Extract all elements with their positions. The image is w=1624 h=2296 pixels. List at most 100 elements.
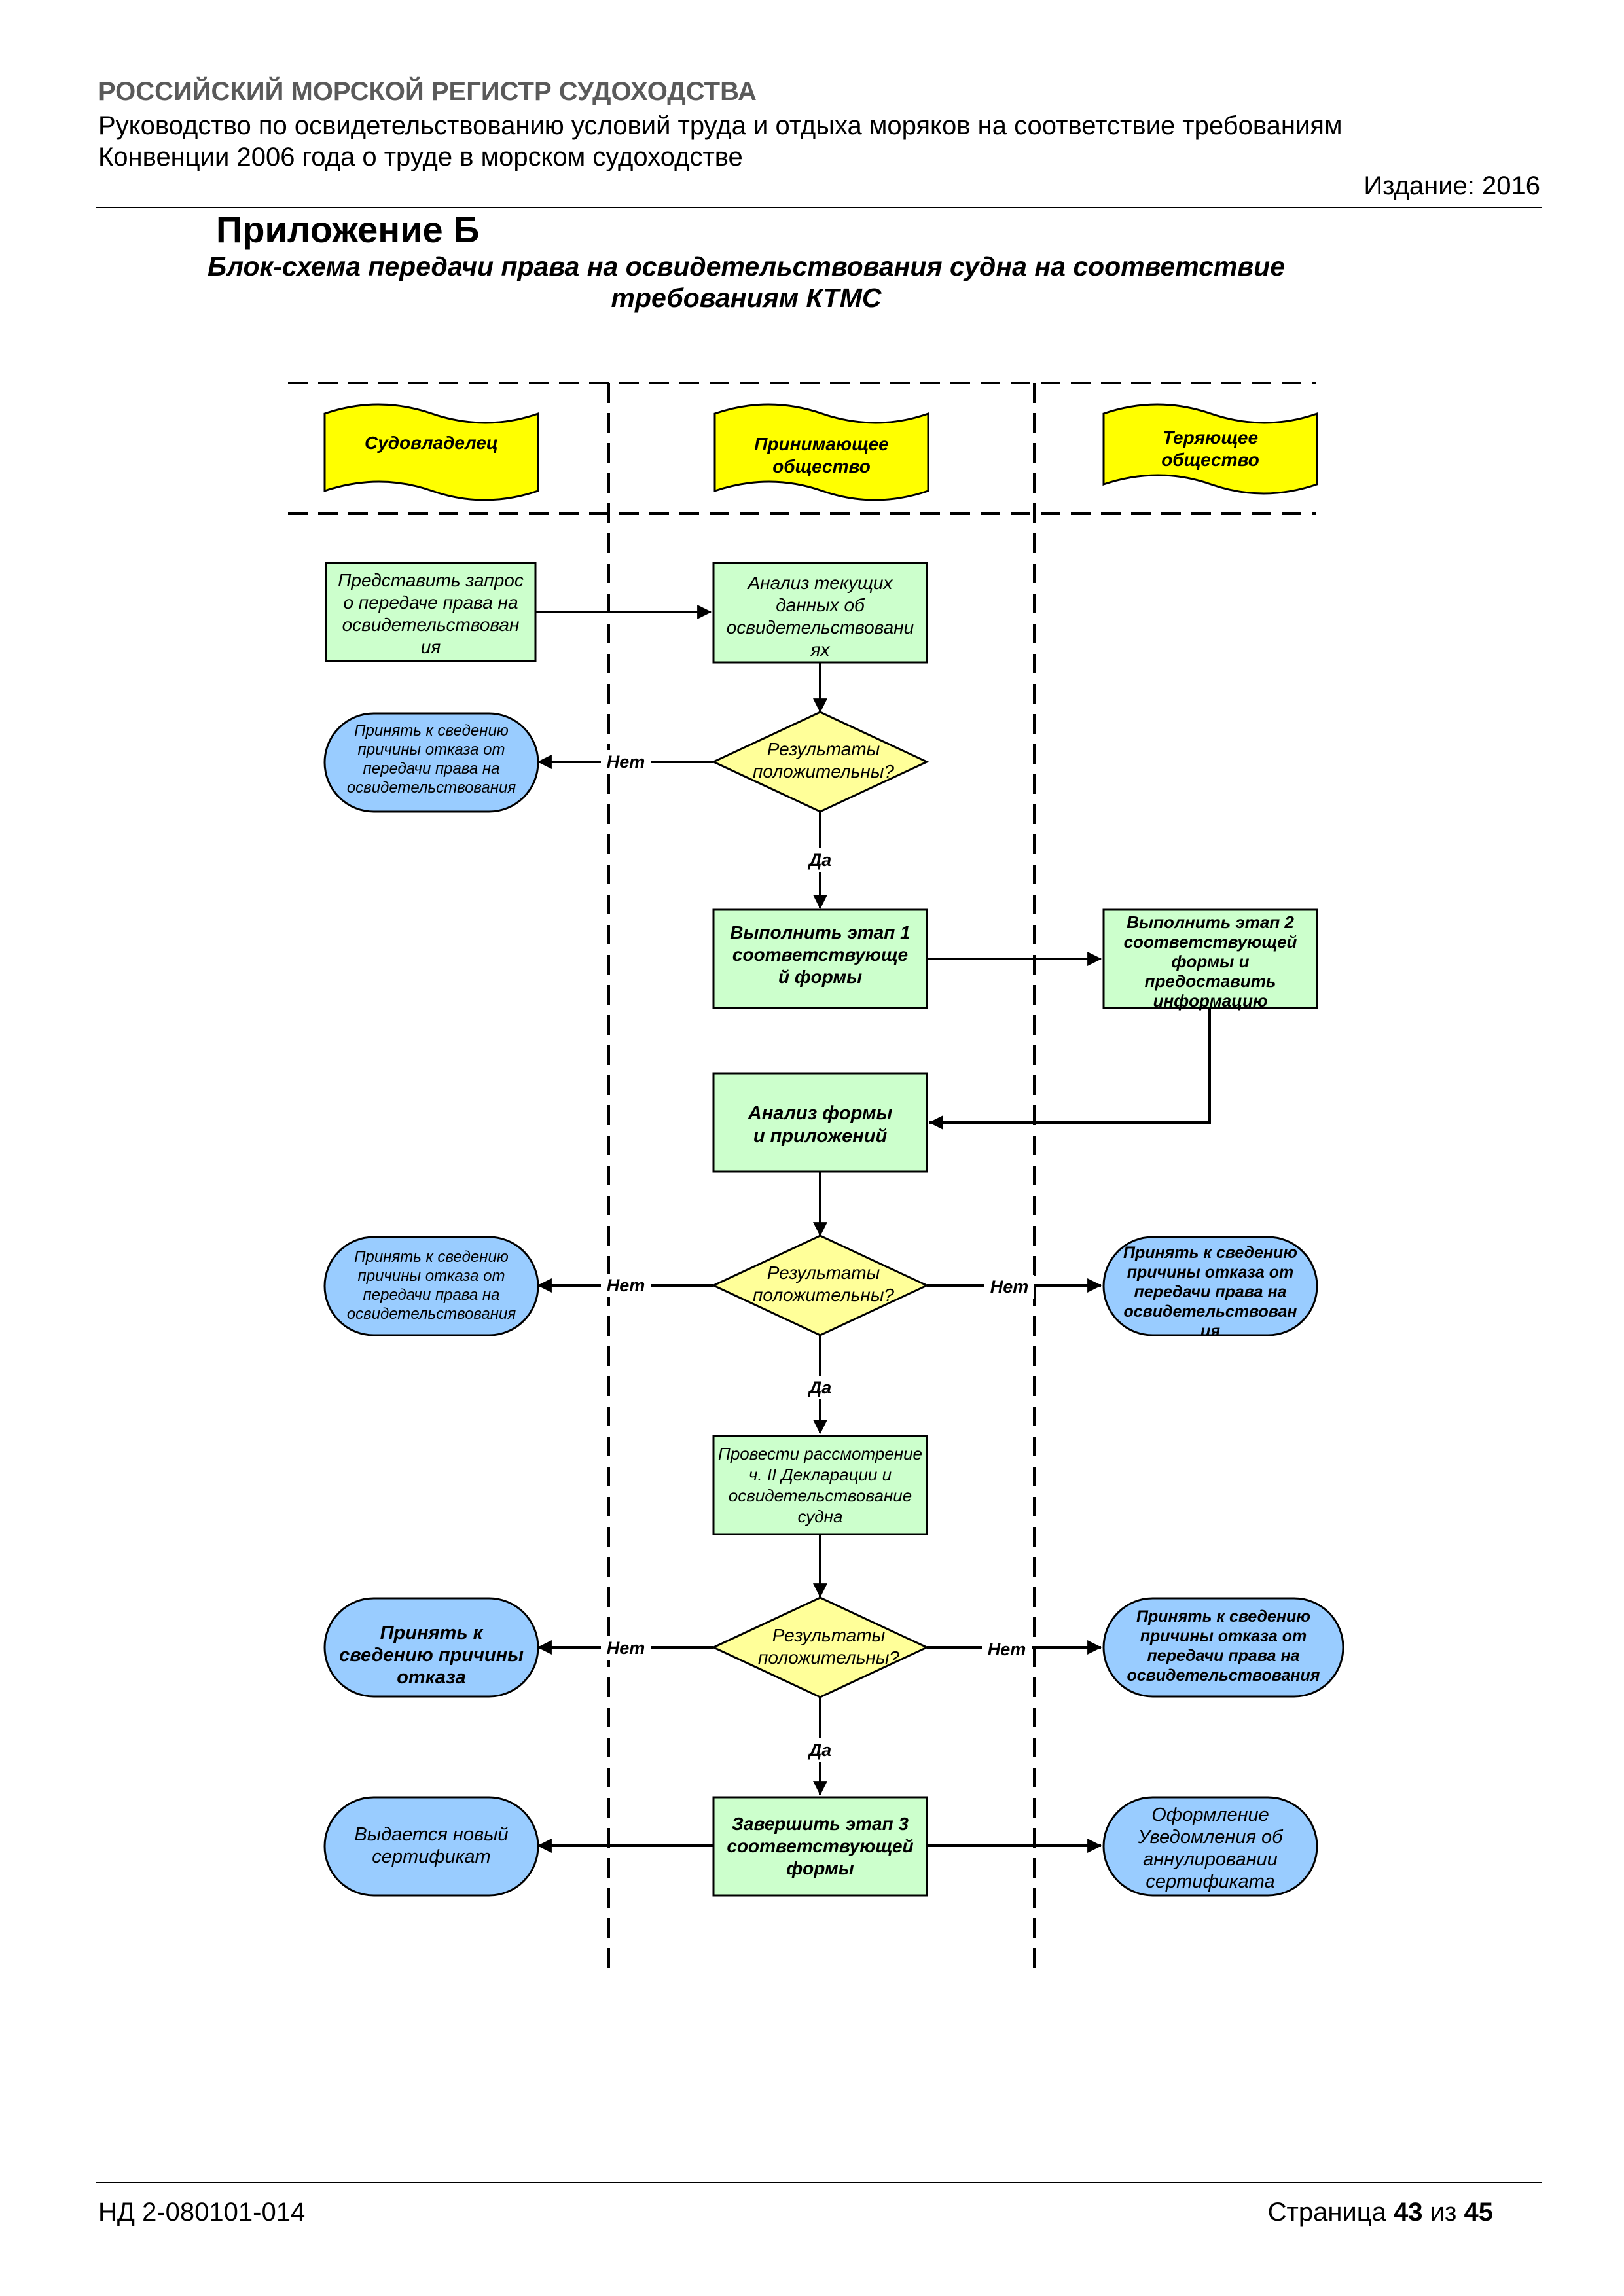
- reject2_losing-line-2: причины отказа от: [1127, 1263, 1294, 1282]
- reject3_losing-line-1: Принять к сведению: [1136, 1607, 1310, 1626]
- reject1_owner-line-3: передачи права на: [363, 760, 500, 778]
- document-title-line2: Конвенции 2006 года о труде в морском су…: [98, 143, 743, 171]
- reject3_owner-line-3: отказа: [397, 1667, 466, 1688]
- lane-owner-label: Судовладелец: [365, 433, 498, 453]
- stage3-line-2: соответствующей: [727, 1836, 913, 1856]
- stage2-line-1: Выполнить этап 2: [1127, 912, 1294, 932]
- lane-losing-line-1: Теряющее: [1163, 427, 1258, 448]
- decision1-line-2: положительны?: [753, 761, 894, 781]
- reject1_owner-line-1: Принять к сведению: [354, 722, 509, 740]
- lane-losing-line-2: общество: [1161, 450, 1259, 470]
- cancel_notice-line-1: Оформление: [1151, 1804, 1269, 1825]
- review-line-2: ч. II Декларации и: [749, 1465, 892, 1484]
- request-line-4: ия: [421, 637, 441, 657]
- appendix-subtitle-line2: требованиям КТМС: [611, 283, 882, 313]
- edge-label-yes-3: Да: [808, 1740, 832, 1760]
- edge-label-no-3-owner: Нет: [607, 1638, 645, 1658]
- decision3-line-2: положительны?: [758, 1647, 899, 1668]
- analysis_current-line-3: освидетельствовани: [727, 617, 914, 637]
- stage1-line-2: соответствующе: [732, 944, 908, 965]
- cancel_notice-line-3: аннулировании: [1143, 1849, 1278, 1870]
- footer-rule: [96, 2182, 1542, 2183]
- stage1-line-1: Выполнить этап 1: [730, 922, 910, 942]
- new_cert-line-2: сертификат: [372, 1846, 490, 1867]
- page-separator: из: [1430, 2198, 1457, 2227]
- reject2_losing-line-4: освидетельствован: [1123, 1302, 1297, 1321]
- reject1_owner-line-2: причины отказа от: [358, 741, 505, 759]
- reject2_losing-line-1: Принять к сведению: [1123, 1244, 1297, 1262]
- stage2-line-2: соответствующей: [1124, 932, 1297, 952]
- decision1-line-1: Результаты: [767, 739, 880, 759]
- review-line-4: судна: [798, 1507, 843, 1526]
- reject2_losing-line-3: передачи права на: [1134, 1283, 1287, 1301]
- stage1-line-3: й формы: [778, 967, 862, 987]
- analysis_current-line-2: данных об: [776, 595, 865, 615]
- new_cert-line-1: Выдается новый: [354, 1824, 508, 1845]
- request-line-1: Представить запрос: [338, 570, 524, 590]
- stage2-line-5: информацию: [1153, 991, 1268, 1011]
- swimlane-lines: [288, 382, 1316, 1970]
- reject3_losing-line-2: причины отказа от: [1140, 1627, 1307, 1645]
- request-line-2: о передаче права на: [343, 592, 518, 613]
- stage2-line-3: формы и: [1172, 952, 1250, 971]
- reject2_owner-line-1: Принять к сведению: [354, 1248, 509, 1266]
- organization-name: РОССИЙСКИЙ МОРСКОЙ РЕГИСТР СУДОХОДСТВА: [98, 77, 757, 106]
- arrow-stage2-to-analysis-form: [928, 1008, 1211, 1130]
- appendix-title: Приложение Б: [216, 209, 480, 250]
- header-rule: [96, 207, 1542, 208]
- review-line-3: освидетельствование: [729, 1486, 912, 1505]
- reject2_losing-line-5: ия: [1200, 1322, 1220, 1340]
- node-review: Провести рассмотрение ч. II Декларации и о…: [712, 1435, 928, 1535]
- page-current: 43: [1394, 2198, 1423, 2227]
- page-prefix: Страница: [1267, 2198, 1386, 2227]
- reject3_losing-line-3: передачи права на: [1147, 1647, 1300, 1665]
- reject3_losing-line-4: освидетельствования: [1127, 1666, 1320, 1685]
- edge-label-no-2-owner: Нет: [607, 1276, 645, 1295]
- reject3_owner-line-2: сведению причины: [339, 1645, 524, 1666]
- appendix-subtitle-line1: Блок-схема передачи права на освидетельс…: [207, 251, 1285, 281]
- reject2_owner-line-3: передачи права на: [363, 1286, 500, 1304]
- edge-label-no-1: Нет: [607, 752, 645, 772]
- reject2_owner-line-2: причины отказа от: [358, 1267, 505, 1285]
- document-number: НД 2-080101-014: [98, 2198, 306, 2227]
- stage3-line-3: формы: [786, 1858, 854, 1878]
- edge-label-no-3-losing: Нет: [988, 1640, 1026, 1659]
- page-total: 45: [1464, 2198, 1494, 2227]
- edge-label-yes-2: Да: [808, 1378, 832, 1397]
- reject1_owner-line-4: освидетельствования: [347, 779, 516, 797]
- analysis_form-line-1: Анализ формы: [748, 1103, 893, 1124]
- review-line-1: Провести рассмотрение: [718, 1444, 922, 1463]
